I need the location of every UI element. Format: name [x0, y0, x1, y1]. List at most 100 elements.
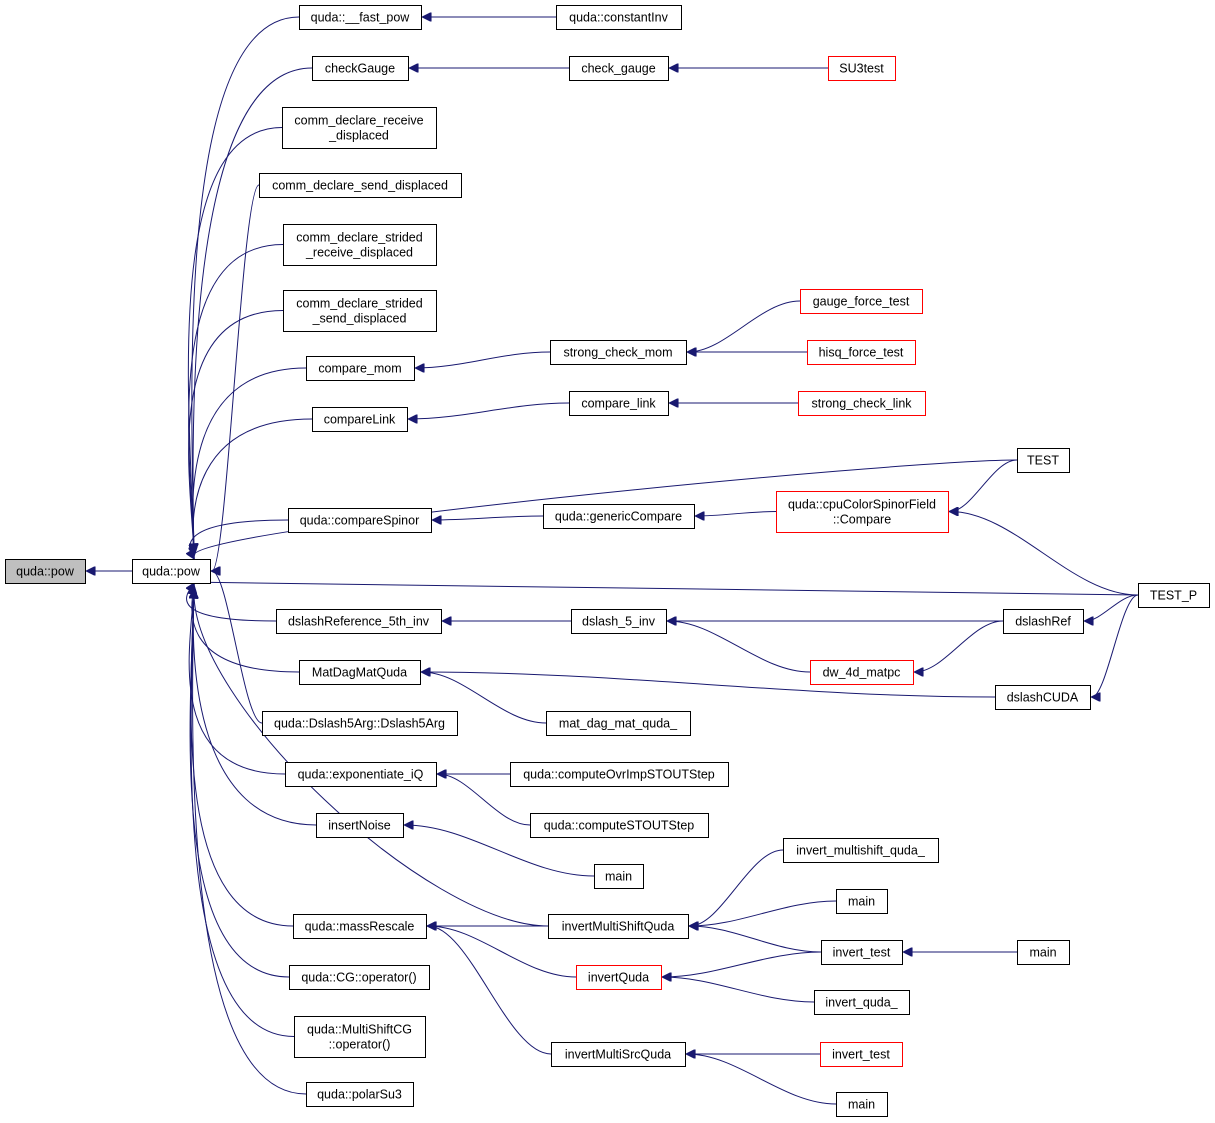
node-label: quda::MultiShiftCG — [307, 1023, 412, 1037]
edge-cdsrd-to-pow — [188, 244, 284, 553]
node-dslref5[interactable]: dslashReference_5th_inv — [276, 609, 442, 634]
node-cpucmp[interactable]: quda::cpuColorSpinorField::Compare — [776, 491, 949, 533]
node-cgop[interactable]: quda::CG::operator() — [289, 965, 430, 990]
node-label: _receive_displaced — [305, 246, 413, 260]
node-compare_link[interactable]: compare_link — [569, 391, 669, 416]
edge-imsq_-to-imsq — [690, 849, 784, 926]
edge-invq-to-massresc — [428, 926, 577, 978]
node-label: TEST — [1027, 454, 1059, 468]
edge-main1-to-insnoise — [405, 825, 595, 877]
node-cstout[interactable]: quda::computeSTOUTStep — [530, 813, 709, 838]
node-imsq[interactable]: invertMultiShiftQuda — [548, 914, 689, 939]
edge-testp-to-pow — [194, 582, 1139, 596]
node-box — [510, 762, 729, 787]
node-dw4d[interactable]: dw_4d_matpc — [810, 660, 914, 685]
edge-invtest-to-invq — [663, 951, 822, 977]
edge-cstout-to-expiq — [438, 774, 531, 826]
node-box — [543, 504, 695, 529]
node-massresc[interactable]: quda::massRescale — [293, 914, 427, 939]
node-hft[interactable]: hisq_force_test — [807, 340, 916, 365]
node-scm[interactable]: strong_check_mom — [550, 340, 687, 365]
node-constinv[interactable]: quda::constantInv — [556, 5, 682, 30]
node-expiq[interactable]: quda::exponentiate_iQ — [285, 762, 437, 787]
node-box — [1017, 448, 1070, 473]
node-box — [1138, 583, 1210, 608]
edge-cdrd-to-pow — [187, 127, 283, 553]
node-comparemom[interactable]: compare_mom — [306, 356, 415, 381]
node-root[interactable]: quda::pow — [5, 559, 86, 584]
node-label: comm_declare_strided — [296, 231, 422, 245]
node-invtest2[interactable]: invert_test — [820, 1042, 903, 1067]
node-label: compareLink — [324, 413, 396, 427]
node-box — [814, 990, 910, 1015]
node-imsrc[interactable]: invertMultiSrcQuda — [551, 1042, 686, 1067]
node-box — [312, 56, 409, 81]
node-box — [1017, 940, 1070, 965]
node-fastpow[interactable]: quda::__fast_pow — [299, 5, 422, 30]
node-box — [820, 1042, 903, 1067]
node-mscg[interactable]: quda::MultiShiftCG::operator() — [294, 1016, 426, 1058]
node-d5arg[interactable]: quda::Dslash5Arg::Dslash5Arg — [262, 711, 458, 736]
node-gencmp[interactable]: quda::genericCompare — [543, 504, 695, 529]
node-dslashref[interactable]: dslashRef — [1003, 609, 1084, 634]
node-label: TEST_P — [1150, 589, 1197, 603]
node-matdag[interactable]: MatDagMatQuda — [299, 660, 421, 685]
node-label: quda::cpuColorSpinorField — [788, 498, 936, 512]
node-box — [548, 914, 689, 939]
node-test[interactable]: TEST — [1017, 448, 1070, 473]
edge-cdssd-to-pow — [188, 310, 284, 553]
node-dslash5inv[interactable]: dslash_5_inv — [571, 609, 667, 634]
node-imsq_[interactable]: invert_multishift_quda_ — [783, 838, 939, 863]
node-label: dslash_5_inv — [582, 615, 656, 629]
node-label: quda::constantInv — [569, 11, 668, 25]
node-invq[interactable]: invertQuda — [576, 965, 662, 990]
node-label: quda::pow — [142, 565, 201, 579]
node-comparelinkC[interactable]: compareLink — [312, 407, 408, 432]
node-main2[interactable]: main — [836, 889, 888, 914]
node-box — [306, 356, 415, 381]
node-label: quda::massRescale — [305, 920, 415, 934]
node-main4[interactable]: main — [836, 1092, 888, 1117]
node-label: quda::exponentiate_iQ — [298, 768, 424, 782]
node-label: strong_check_link — [811, 397, 912, 411]
node-cdssd[interactable]: comm_declare_strided_send_displaced — [283, 290, 437, 332]
node-cmpspinor[interactable]: quda::compareSpinor — [288, 508, 432, 533]
node-invtest[interactable]: invert_test — [821, 940, 903, 965]
node-gft[interactable]: gauge_force_test — [800, 289, 923, 314]
node-label: comm_declare_send_displaced — [272, 179, 448, 193]
node-checkgauge[interactable]: checkGauge — [312, 56, 409, 81]
node-main1[interactable]: main — [594, 864, 644, 889]
node-cdsd[interactable]: comm_declare_send_displaced — [259, 173, 462, 198]
edge-d5arg-to-pow — [212, 571, 263, 724]
node-scl[interactable]: strong_check_link — [798, 391, 926, 416]
edge-cgop-to-pow — [190, 590, 290, 978]
node-invq_[interactable]: invert_quda_ — [814, 990, 910, 1015]
node-box — [821, 940, 903, 965]
node-testp[interactable]: TEST_P — [1138, 583, 1210, 608]
node-label: _send_displaced — [312, 312, 407, 326]
node-label: dw_4d_matpc — [823, 666, 901, 680]
edge-cpucmp-to-gencmp — [696, 511, 777, 517]
node-main3[interactable]: main — [1017, 940, 1070, 965]
node-cdrd[interactable]: comm_declare_receive_displaced — [282, 107, 437, 149]
node-box — [995, 685, 1091, 710]
edge-mscg-to-pow — [191, 590, 295, 1037]
node-cdsrd[interactable]: comm_declare_strided_receive_displaced — [283, 224, 437, 266]
node-box — [836, 1092, 888, 1117]
node-mdmq_[interactable]: mat_dag_mat_quda_ — [546, 711, 691, 736]
node-label: main — [605, 870, 632, 884]
node-box — [5, 559, 86, 584]
node-label: quda::__fast_pow — [311, 11, 411, 25]
node-polar[interactable]: quda::polarSu3 — [306, 1082, 414, 1107]
node-box — [783, 838, 939, 863]
node-covr[interactable]: quda::computeOvrImpSTOUTStep — [510, 762, 729, 787]
node-insnoise[interactable]: insertNoise — [316, 813, 404, 838]
node-pow[interactable]: quda::pow — [132, 559, 211, 584]
node-su3test[interactable]: SU3test — [828, 56, 896, 81]
node-check_gauge[interactable]: check_gauge — [569, 56, 669, 81]
node-label: comm_declare_strided — [296, 297, 422, 311]
edge-gencmp-to-cmpspinor — [433, 516, 544, 520]
node-dslashcuda[interactable]: dslashCUDA — [995, 685, 1091, 710]
node-box — [283, 224, 437, 266]
